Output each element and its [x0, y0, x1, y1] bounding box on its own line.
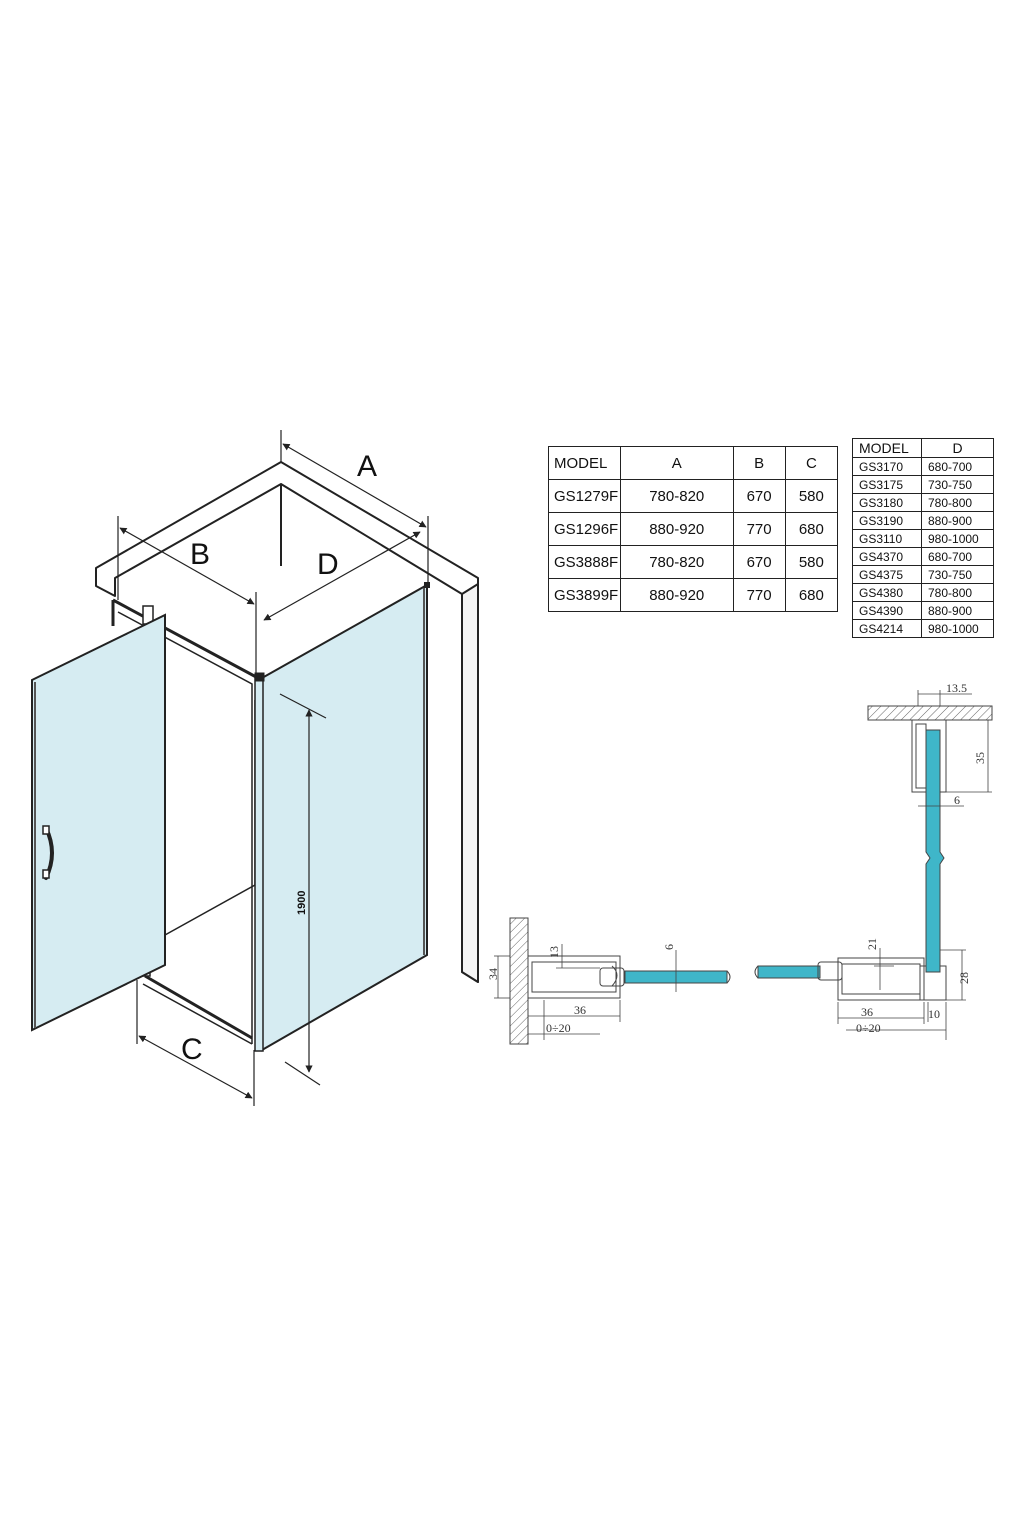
table-header-row: MODEL D — [852, 438, 994, 458]
door-frame — [111, 598, 265, 1052]
table-cell: 670 — [732, 545, 786, 579]
table-cell: 680-700 — [921, 457, 994, 476]
table-cell: 580 — [784, 479, 839, 513]
table-row: GS3888F 780-820 670 580 — [548, 545, 839, 579]
table-cell: 770 — [732, 578, 786, 612]
table-cell: 880-920 — [620, 512, 734, 546]
table-header-cell: B — [732, 446, 786, 480]
table-cell: 980-1000 — [921, 619, 994, 638]
glass-section-vertical — [925, 729, 945, 973]
table-cell: 680 — [784, 578, 839, 612]
dim-label-c: C — [181, 1033, 203, 1066]
side-panel-glass — [261, 583, 428, 1052]
table-cell: 580 — [784, 545, 839, 579]
table-cell: GS3180 — [852, 493, 922, 512]
table-row: GS1279F 780-820 670 580 — [548, 479, 839, 513]
dim-13-5: 13.5 — [946, 681, 967, 695]
table-cell: 880-900 — [921, 601, 994, 620]
left-profile-section: 34 13 36 0÷20 6 — [486, 917, 731, 1045]
table-cell: GS3899F — [548, 578, 621, 612]
dim-label-a: A — [357, 450, 377, 483]
dim-35: 35 — [973, 752, 987, 764]
table-cell: 680-700 — [921, 547, 994, 566]
side-panel — [261, 582, 430, 1052]
dim-13: 13 — [547, 946, 561, 958]
table-cell: 880-900 — [921, 511, 994, 530]
dim-36-left: 36 — [574, 1003, 586, 1017]
table-header-cell: MODEL — [548, 446, 621, 480]
table-cell: GS4380 — [852, 583, 922, 602]
table-cell: GS1296F — [548, 512, 621, 546]
dim-label-b: B — [190, 538, 210, 571]
dim-34: 34 — [486, 968, 500, 980]
table-cell: 770 — [732, 512, 786, 546]
interior-edges — [164, 700, 256, 936]
table-cell: GS3190 — [852, 511, 922, 530]
table-cell: GS1279F — [548, 479, 621, 513]
table-cell: 980-1000 — [921, 529, 994, 548]
table-cell: 670 — [732, 479, 786, 513]
right-profile-section: 21 28 36 0÷20 10 — [754, 938, 971, 1040]
dim-0-20-left: 0÷20 — [546, 1021, 571, 1035]
table-row: GS1296F 880-920 770 680 — [548, 512, 839, 546]
table-header-cell: MODEL — [852, 438, 922, 458]
table-cell: 730-750 — [921, 475, 994, 494]
table-cell: 730-750 — [921, 565, 994, 584]
table-cell: GS4390 — [852, 601, 922, 620]
table-cell: 780-820 — [620, 479, 734, 513]
pivot-door — [31, 613, 166, 1032]
table-header-cell: D — [921, 438, 994, 458]
dim-28: 28 — [957, 972, 971, 984]
table-cell: GS3888F — [548, 545, 621, 579]
table-cell: GS4375 — [852, 565, 922, 584]
table-cell: GS3170 — [852, 457, 922, 476]
table-cell: GS4214 — [852, 619, 922, 638]
dim-6-left: 6 — [662, 944, 676, 950]
table-cell: 780-800 — [921, 583, 994, 602]
dim-36-right: 36 — [861, 1005, 873, 1019]
dimension-lines — [117, 430, 429, 1106]
table-header-cell: A — [620, 446, 734, 480]
dim-10: 10 — [928, 1007, 940, 1021]
table-header-row: MODEL A B C — [548, 446, 839, 480]
table-cell: 780-820 — [620, 545, 734, 579]
dim-21: 21 — [865, 938, 879, 950]
table-row: GS3899F 880-920 770 680 — [548, 578, 839, 612]
table-cell: GS3175 — [852, 475, 922, 494]
dim-label-height: 1900 — [296, 891, 308, 915]
model-dimensions-table: MODEL A B C GS1279F 780-820 670 580 GS12… — [548, 446, 839, 612]
table-cell: 880-920 — [620, 578, 734, 612]
table-header-cell: C — [784, 446, 839, 480]
table-cell: GS4370 — [852, 547, 922, 566]
table-cell: 680 — [784, 512, 839, 546]
glass-section-right — [757, 965, 821, 979]
dim-6-vertical: 6 — [954, 793, 960, 807]
dim-label-d: D — [317, 548, 339, 581]
vertical-profile-section: 13.5 35 6 — [867, 681, 993, 973]
table-cell: GS3110 — [852, 529, 922, 548]
table-cell: 780-800 — [921, 493, 994, 512]
dim-0-20-right: 0÷20 — [856, 1021, 881, 1035]
door-glass — [31, 613, 166, 1032]
